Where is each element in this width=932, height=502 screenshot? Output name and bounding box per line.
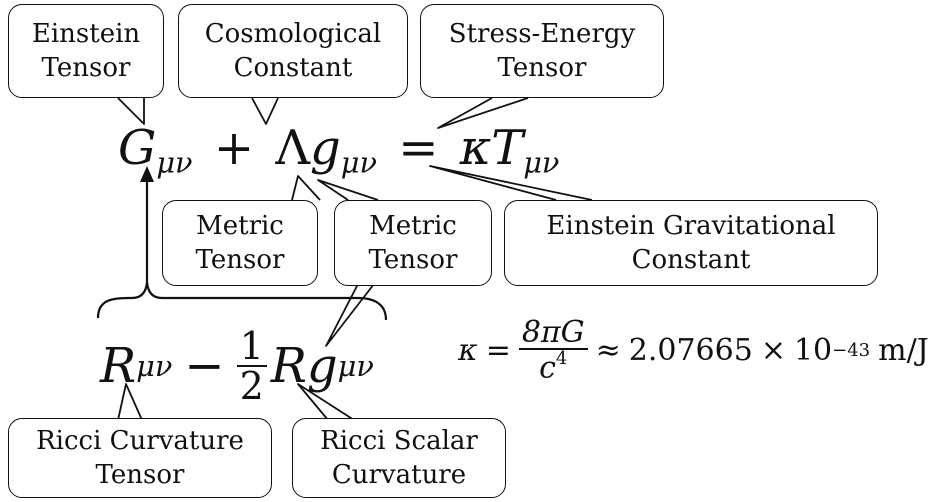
label-einstein-gravitational-constant: Einstein Gravitational Constant [504,200,878,286]
eq-T: T [491,120,524,176]
label-einstein-tensor-line2: Tensor [41,53,131,83]
ricci-g-subscript: μν [337,348,374,383]
ricci-half-denominator: 2 [239,364,264,408]
ricci-half-numerator: 1 [239,324,264,368]
ricci-R-scalar: R [270,338,307,394]
label-einstein-tensor: Einstein Tensor [8,4,164,98]
metric-tensor-2-lower-tail [325,283,375,347]
kappa-base: 10 [793,333,833,368]
ricci-scalar-tail [297,383,355,421]
arrow-head [140,166,154,182]
eq-G-subscript: μν [156,145,193,180]
label-stress-energy-tensor-line1: Stress-Energy [448,18,636,49]
kappa-times: × [760,333,786,368]
kappa-definition: κ = 8πG c4 ≈ 2.07665 × 10−43 m/J [458,306,929,396]
kappa-fraction: 8πG c4 [518,315,588,384]
label-stress-energy-tensor: Stress-Energy Tensor [420,4,664,98]
kappa-den-exponent: 4 [555,348,568,370]
ricci-R-subscript: μν [136,348,173,383]
stress-energy-tail [437,97,529,129]
label-cosmological-constant-line1: Cosmological [204,18,382,49]
label-metric-tensor-1-line2: Tensor [195,245,285,275]
label-ricci-curvature-tensor: Ricci Curvature Tensor [8,418,272,498]
einstein-grav-const-tail [429,165,593,201]
ricci-half-fraction: 1 2 [236,324,267,408]
kappa-exponent: −43 [832,340,871,361]
ricci-R: R [100,338,137,394]
label-metric-tensor-1-line1: Metric [196,210,284,241]
eq-Lambda: Λ [275,120,310,176]
label-einstein-grav-const-line1: Einstein Gravitational [546,210,836,241]
eq-g-subscript: μν [340,145,377,180]
label-ricci-scalar-line1: Ricci Scalar [320,425,478,456]
ricci-curvature-tail [117,383,143,421]
label-ricci-curvature-line2: Tensor [95,460,185,490]
cosmological-constant-tail [251,97,279,125]
eq-T-subscript: μν [523,145,560,180]
metric-tensor-2-tail [317,179,379,201]
einstein-field-equation: Gμν + Λgμν = κTμν [118,124,559,177]
label-metric-tensor-1: Metric Tensor [162,200,318,286]
eq-equals: = [398,120,439,176]
kappa-unit: m/J [878,333,929,368]
ricci-g: g [306,338,338,394]
label-ricci-scalar-line2: Curvature [331,460,467,490]
kappa-numerator: 8πG [521,315,585,351]
label-stress-energy-tensor-line2: Tensor [497,53,587,83]
ricci-minus: − [184,338,225,394]
kappa-approx: ≈ [595,333,621,368]
label-metric-tensor-2-line1: Metric [369,210,457,241]
kappa-symbol: κ [458,333,478,368]
kappa-coefficient: 2.07665 [628,333,753,368]
label-ricci-curvature-line1: Ricci Curvature [36,425,244,456]
einstein-tensor-tail [117,97,145,125]
ricci-half-bar [236,365,267,367]
eq-kappa: κ [459,120,492,176]
label-einstein-tensor-line1: Einstein [31,18,141,49]
metric-tensor-1-tail [291,175,321,201]
label-ricci-scalar-curvature: Ricci Scalar Curvature [292,418,506,498]
eq-g: g [310,120,341,176]
eq-G: G [118,120,157,176]
label-cosmological-constant: Cosmological Constant [178,4,408,98]
kappa-denominator: c4 [536,350,570,384]
kappa-fraction-bar [518,348,588,351]
kappa-equals: = [485,333,511,368]
label-cosmological-constant-line2: Constant [233,53,353,83]
label-metric-tensor-2: Metric Tensor [334,200,492,286]
eq-plus: + [213,120,255,176]
label-einstein-grav-const-line2: Constant [631,245,751,275]
label-metric-tensor-2-line2: Tensor [368,245,458,275]
kappa-den-base: c [539,350,556,386]
